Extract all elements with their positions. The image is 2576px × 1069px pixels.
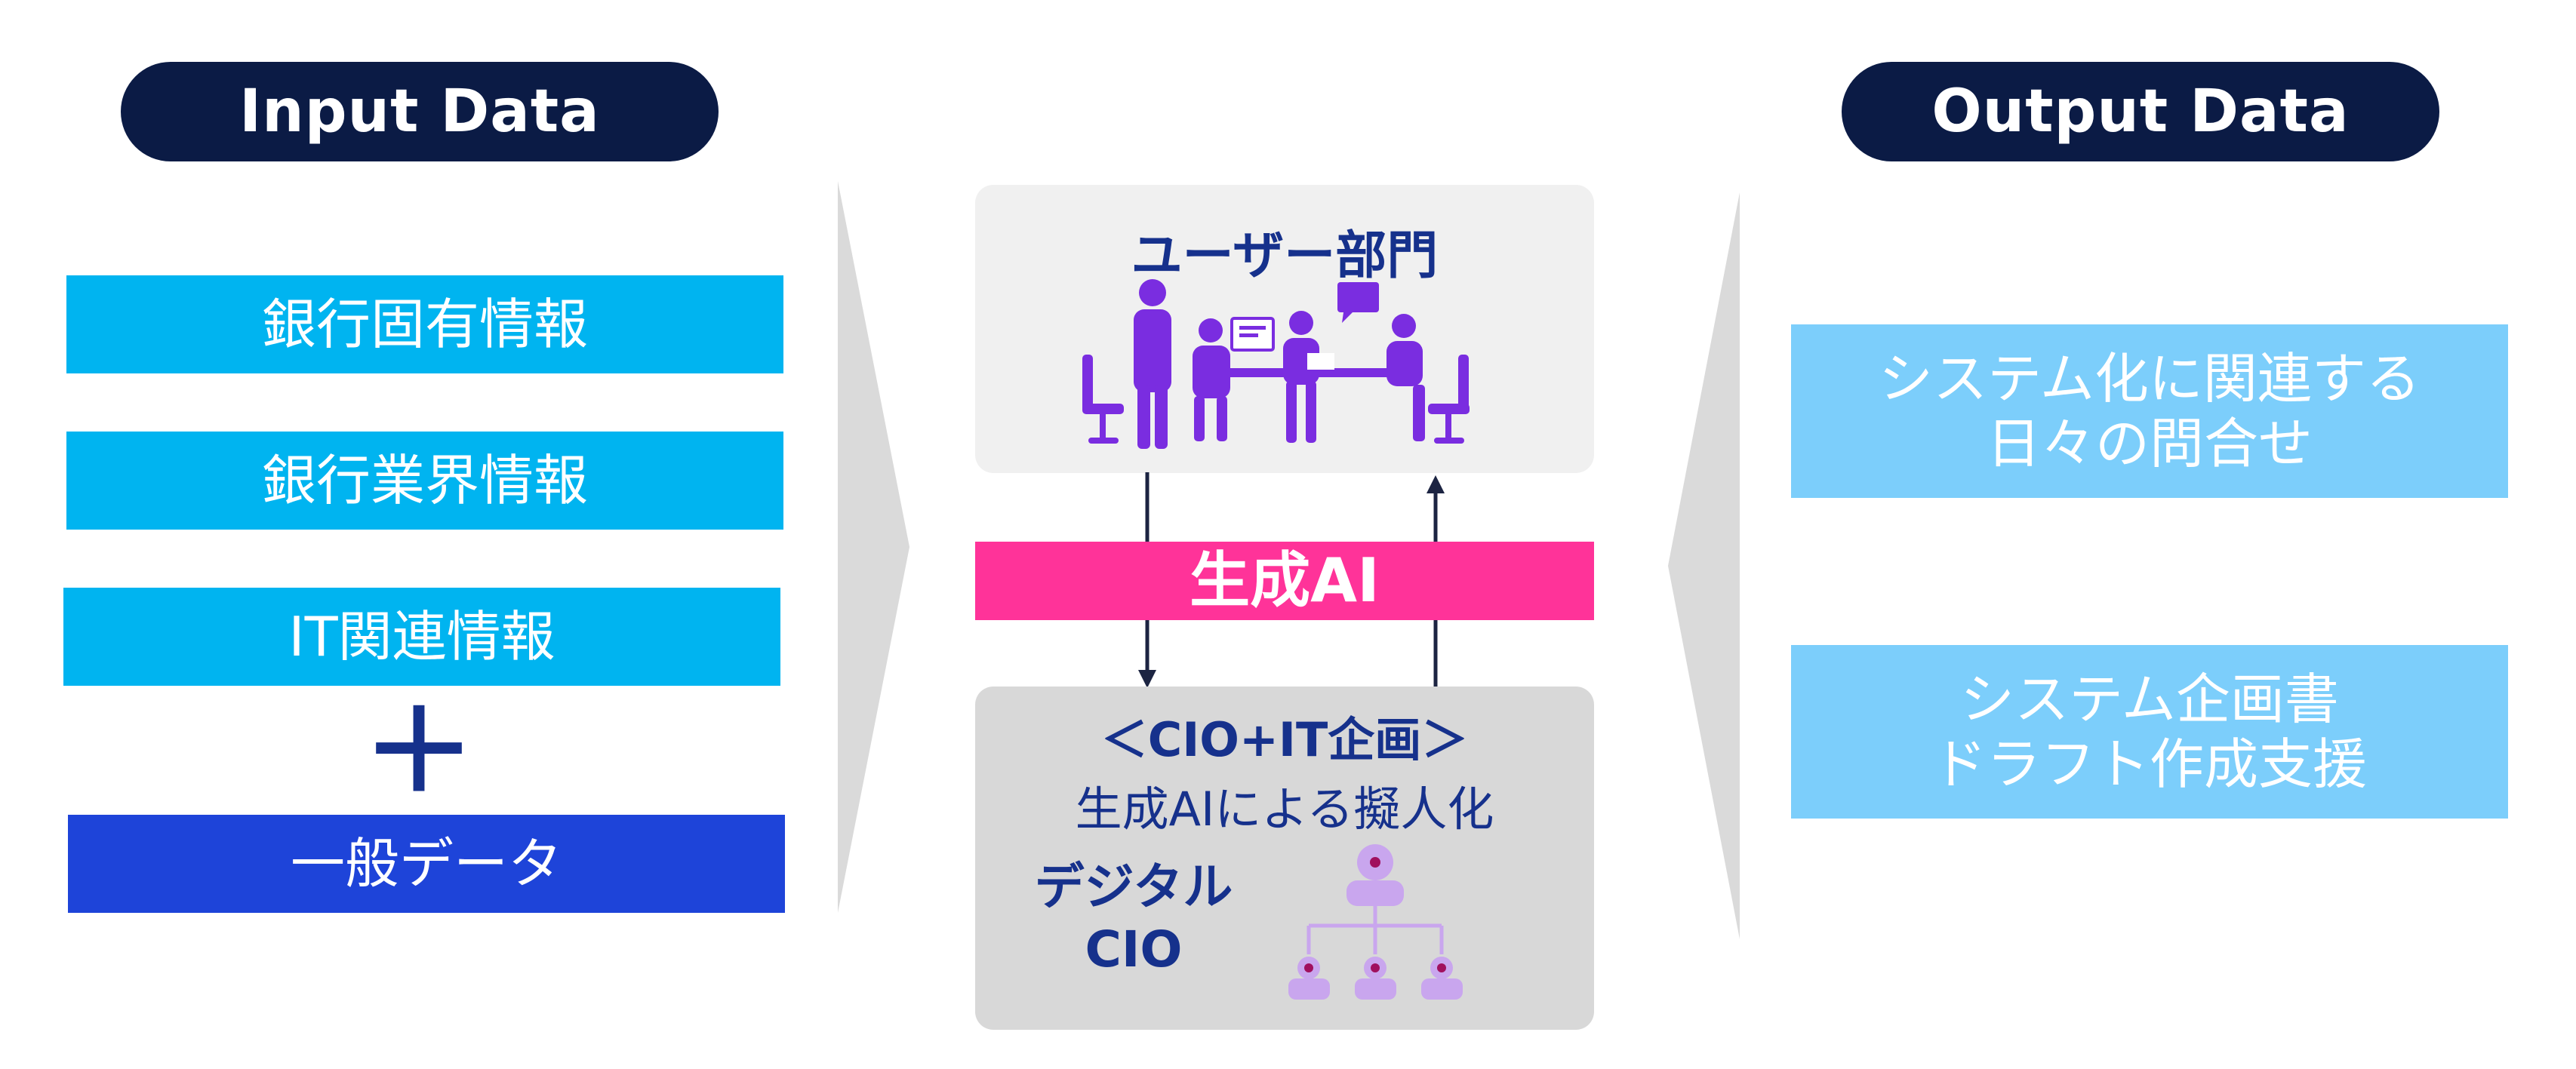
output-item-daily-inquiries: システム化に関連する 日々の問合せ	[1791, 324, 2508, 498]
input-item-bank-industry: 銀行業界情報	[66, 432, 783, 530]
generative-ai-bar: 生成AI	[975, 542, 1594, 620]
cio-subtitle: 生成AIによる擬人化	[1075, 782, 1494, 837]
left-flow-chevron	[838, 181, 909, 913]
output-item1-line2: 日々の問合せ	[1986, 412, 2313, 475]
user-department-panel: ユーザー部門	[975, 185, 1594, 473]
org-hierarchy-icon	[1288, 844, 1463, 1000]
output-item2-line2: ドラフト作成支援	[1931, 733, 2367, 796]
input-item-it-related: IT関連情報	[63, 588, 780, 686]
output-item1-line1: システム化に関連する	[1879, 346, 2421, 410]
digital-cio-line1: デジタル	[1034, 858, 1233, 916]
right-flow-chevron	[1668, 192, 1740, 939]
digital-cio-label: デジタル CIO	[1028, 856, 1239, 981]
output-data-header: Output Data	[1842, 62, 2439, 161]
output-item2-line1: システム企画書	[1960, 667, 2339, 731]
input-data-header: Input Data	[121, 62, 719, 161]
plus-icon: ＋	[362, 687, 476, 818]
digital-cio-line2: CIO	[1085, 920, 1183, 978]
user-department-title: ユーザー部門	[1131, 226, 1439, 286]
meeting-people-icon	[1082, 279, 1470, 449]
input-item-general-data: 一般データ	[68, 815, 785, 913]
cio-title: ＜CIO+IT企画＞	[1100, 712, 1469, 767]
output-item-planning-doc: システム企画書 ドラフト作成支援	[1791, 645, 2508, 819]
cio-panel: ＜CIO+IT企画＞ 生成AIによる擬人化 デジタル CIO	[975, 687, 1594, 1030]
input-item-bank-specific: 銀行固有情報	[66, 275, 783, 373]
